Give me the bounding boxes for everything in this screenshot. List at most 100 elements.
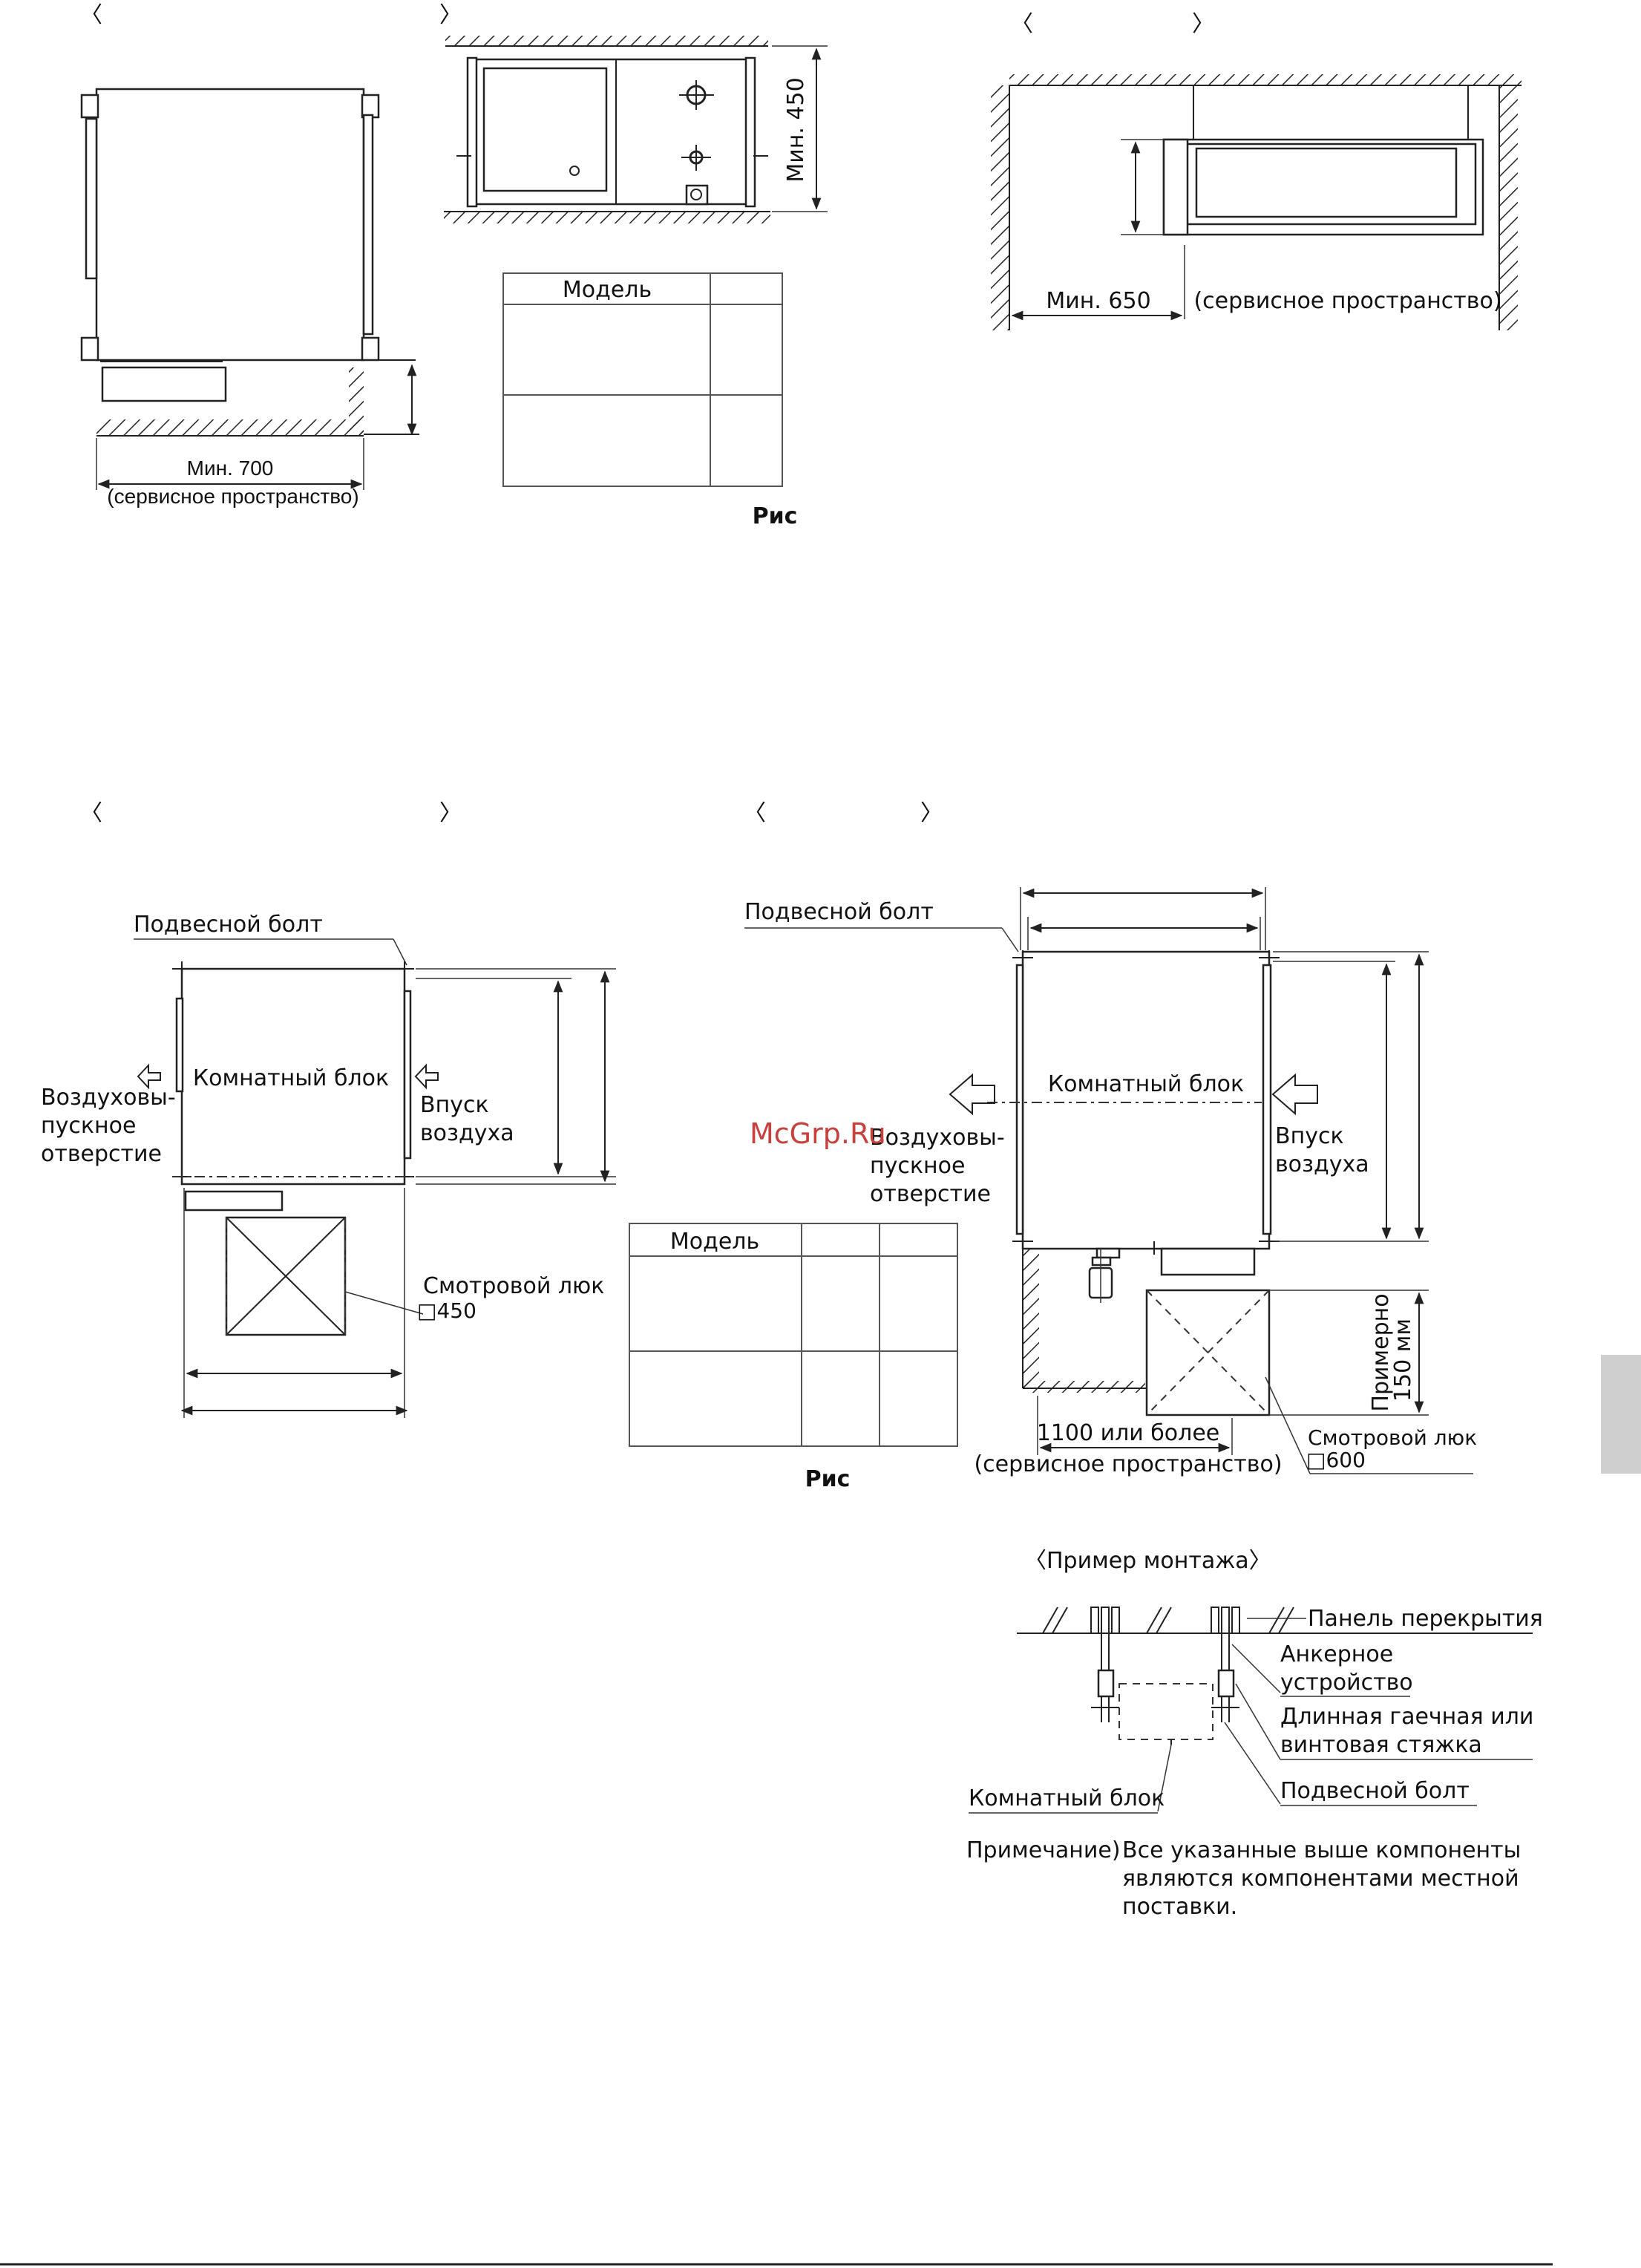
table-frame: [629, 1223, 958, 1447]
grille: [1195, 147, 1458, 218]
end-panel: [1162, 138, 1189, 236]
anchor-right: [1211, 1607, 1240, 1722]
hatch-cross: [1146, 1290, 1270, 1416]
watermark: McGrp.Ru: [750, 1117, 886, 1150]
outlet-arrow-icon: [949, 1073, 995, 1116]
bolt-label: Подвесной болт: [1280, 1778, 1470, 1804]
min650-label: Мин. 650: [1046, 288, 1150, 314]
leader-line: [1231, 1644, 1281, 1693]
ceiling-hatch: [1009, 74, 1522, 85]
hatch-cross: [226, 1217, 346, 1336]
side-flange: [85, 117, 98, 280]
leader-line: [1265, 1376, 1311, 1474]
floor-hatch: [1023, 1381, 1145, 1393]
table-header-model: Модель: [563, 277, 652, 303]
leader-line: [1157, 1744, 1172, 1812]
outlet-label-1: Воздуховы-: [41, 1085, 176, 1111]
bracket-close: 〉: [920, 800, 943, 826]
page-tab-marker: [1601, 1355, 1641, 1474]
side-plate: [744, 56, 756, 208]
drain-pan: [101, 366, 227, 402]
drain-pan: [1160, 1247, 1256, 1276]
fig-middle-left-plan: 〈 〉 Подвесной болт Комнатный блок Воздух…: [41, 800, 616, 1418]
room-unit-plan: [180, 967, 406, 1186]
unit-body: [95, 88, 365, 362]
mount-bracket: [361, 336, 380, 362]
side-flange: [175, 997, 184, 1093]
hatch-label-1: Смотровой люк: [1308, 1425, 1477, 1450]
service-label-1: 1100 или более: [1037, 1420, 1220, 1446]
note-line-3: поставки.: [1122, 1894, 1237, 1920]
room-unit-plan: [1021, 950, 1271, 1250]
inlet-arrow-icon: [414, 1063, 439, 1090]
outlet-label-1: Воздуховы-: [870, 1125, 1005, 1151]
service-space-label: (сервисное пространство): [107, 485, 358, 508]
example-title: 〈Пример монтажа〉: [1024, 1548, 1271, 1574]
floor-hatch: [444, 212, 770, 223]
room-unit-label: Комнатный блок: [1048, 1071, 1244, 1097]
anchor-label-1: Анкерное: [1280, 1641, 1393, 1667]
room-unit-outline: [1118, 1683, 1213, 1740]
min450-label: Мин. 450: [783, 77, 809, 182]
note-line-1: Все указанные выше компоненты: [1122, 1837, 1521, 1863]
mount-bracket: [361, 94, 380, 119]
bracket-open: 〈: [80, 2, 102, 28]
anchor-label-2: устройство: [1280, 1670, 1413, 1696]
bracket-close: 〉: [439, 800, 462, 826]
outlet-label-3: отверстие: [41, 1141, 162, 1167]
leader-line: [1224, 1722, 1281, 1805]
drain-pan: [184, 1190, 284, 1212]
model-table-2: Модель Рис: [629, 1223, 958, 1492]
inlet-label-2: воздуха: [1275, 1151, 1369, 1177]
access-panel: [482, 67, 608, 192]
nut-label-1: Длинная гаечная или: [1280, 1704, 1533, 1730]
note-label: Примечание): [966, 1837, 1121, 1863]
outlet-label-2: пускное: [41, 1113, 136, 1139]
note-line-2: являются компонентами местной: [1122, 1866, 1519, 1892]
outlet-label-2: пускное: [870, 1153, 965, 1179]
bracket-close: 〉: [439, 2, 462, 28]
fig-top-middle-front-view: Мин. 450 Модель Рис: [444, 36, 828, 529]
leader-line: [393, 938, 407, 966]
fig-top-right-ceiling-view: 〈 〉 Мин. 650 (сервисное пространство): [991, 11, 1522, 330]
drain-connection: [690, 189, 702, 200]
service-label-2: (сервисное пространство): [974, 1451, 1282, 1477]
fig-mounting-example: 〈Пример монтажа〉 Пан: [966, 1548, 1543, 1920]
service-space-right-label: (сервисное пространство): [1193, 288, 1501, 314]
floor-hatch: [96, 419, 364, 436]
outlet-arrow-icon: [137, 1063, 161, 1090]
fig-top-left-side-view: 〈 〉 Мин. 700 (сервисное пространство): [80, 2, 462, 508]
wall-hatch: [1023, 1249, 1039, 1388]
figure-caption: Рис: [753, 503, 798, 529]
side-flange: [362, 114, 374, 336]
hatch-label-1: Смотровой люк: [423, 1273, 604, 1299]
table-header-model: Модель: [670, 1229, 759, 1255]
leader-line: [1001, 927, 1019, 952]
room-unit-label: Комнатный блок: [193, 1065, 389, 1091]
leader-line: [1235, 1683, 1281, 1760]
hatch-label-2: □600: [1306, 1448, 1366, 1472]
bracket-open: 〈: [1011, 11, 1033, 37]
bracket-open: 〈: [744, 800, 766, 826]
room-unit-label: Комнатный блок: [969, 1785, 1165, 1811]
anchor-left: [1090, 1607, 1120, 1722]
inlet-label-1: Впуск: [1275, 1123, 1344, 1149]
outlet-label-3: отверстие: [870, 1181, 991, 1207]
drain-fitting: [1091, 1256, 1112, 1267]
left-wall-hatch: [991, 85, 1009, 330]
right-wall-hatch: [1499, 85, 1518, 330]
side-flange: [1262, 964, 1272, 1235]
drain-fitting: [685, 184, 709, 206]
ceiling-hatch: [445, 36, 768, 46]
inlet-arrow-icon: [1271, 1073, 1318, 1116]
fig-middle-right-plan: 〈 〉 Подвесной болт Комнатный блок Воздух…: [744, 800, 1477, 1477]
side-plate: [466, 56, 478, 208]
approx-label-2: 150 мм: [1390, 1318, 1416, 1402]
wall-hatch: [349, 367, 364, 434]
side-flange: [1015, 964, 1024, 1235]
leader-line: [344, 1291, 424, 1315]
figure-caption: Рис: [805, 1466, 851, 1492]
bracket-open: 〈: [80, 800, 102, 826]
bracket-close: 〉: [1192, 11, 1214, 37]
